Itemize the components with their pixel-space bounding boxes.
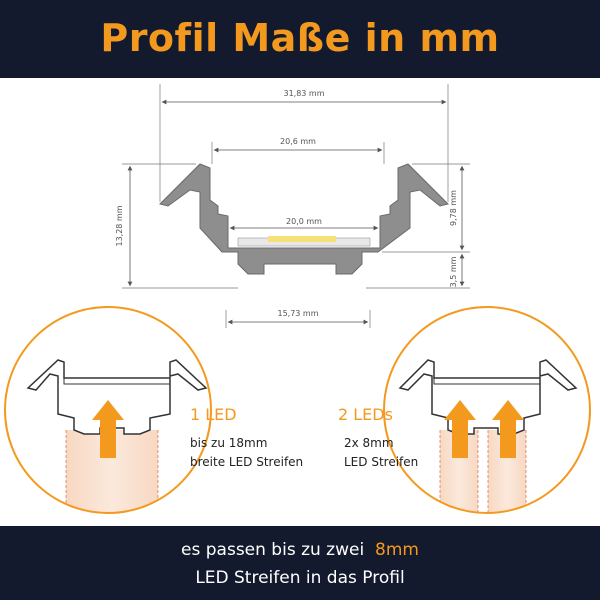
footer-line1: es passen bis zu zwei 8mm <box>0 540 600 560</box>
dim-lower-height: 3,5 mm <box>449 256 458 287</box>
footer-line2: LED Streifen in das Profil <box>195 568 405 588</box>
page-title: Profil Maße in mm <box>100 16 500 60</box>
single-led-title: 1 LED <box>190 405 237 424</box>
double-led-title: 2 LEDs <box>338 405 393 424</box>
footer-banner: es passen bis zu zwei 8mm LED Streifen i… <box>0 526 600 600</box>
double-led-line1: 2x 8mm <box>344 436 394 450</box>
footer-prefix: es passen bis zu zwei <box>181 540 365 560</box>
double-led-detail <box>384 307 590 513</box>
single-led-line1: bis zu 18mm <box>190 436 267 450</box>
single-led-detail <box>5 307 211 513</box>
single-led-line2: breite LED Streifen <box>190 455 303 469</box>
dim-total-height: 13,28 mm <box>115 205 124 246</box>
dim-inner-bottom-width: 20,0 mm <box>286 217 322 226</box>
led-chip <box>268 236 336 242</box>
arrow-up-icon <box>492 400 524 458</box>
footer-highlight: 8mm <box>375 540 419 560</box>
arrow-up-icon <box>92 400 124 458</box>
dim-outer-width: 31,83 mm <box>283 89 324 98</box>
dim-base-width: 15,73 mm <box>277 309 318 318</box>
dim-inner-top-width: 20,6 mm <box>280 137 316 146</box>
double-led-line2: LED Streifen <box>344 455 418 469</box>
profile-diagram: 31,83 mm 20,6 mm 20,0 mm 13,28 mm 9,78 m… <box>4 84 591 514</box>
profile-shape <box>159 163 449 275</box>
dim-upper-height: 9,78 mm <box>449 190 458 226</box>
header-banner: Profil Maße in mm <box>0 0 600 78</box>
arrow-up-icon <box>444 400 476 458</box>
